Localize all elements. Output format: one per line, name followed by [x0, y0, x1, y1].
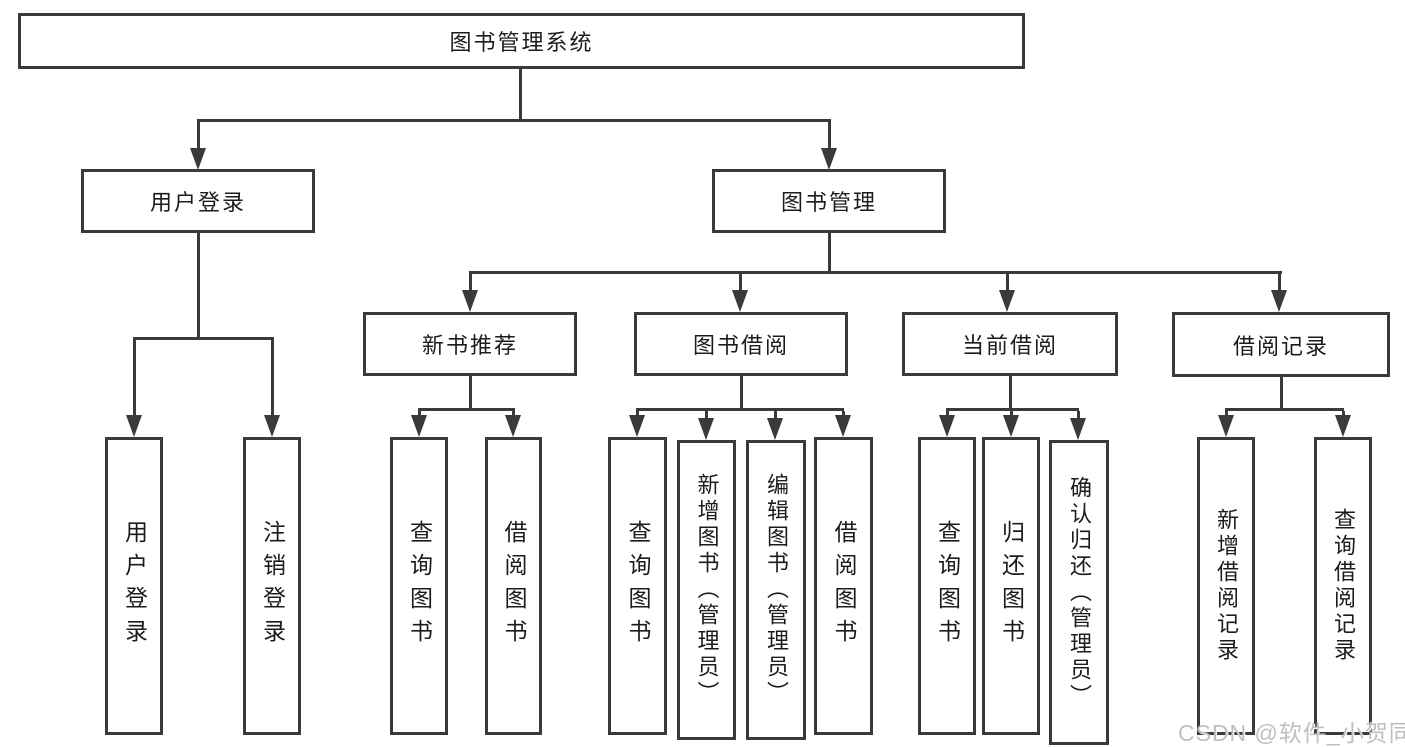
connector-bookmgmt-bus [469, 271, 1282, 274]
connector-records-stem [1280, 377, 1283, 410]
arrowhead-down-icon [732, 290, 748, 312]
arrowhead-down-icon [505, 415, 521, 437]
connector-bookmgmt-drop-2 [739, 274, 742, 290]
arrowhead-down-icon [835, 415, 851, 437]
connector-current-drop-3 [1077, 411, 1080, 420]
connector-bookmgmt-drop-4 [1278, 274, 1281, 290]
connector-userlogin-drop-2 [271, 340, 274, 416]
connector-newbook-stem [469, 376, 472, 410]
node-borrowing-records: 借阅记录 [1172, 312, 1390, 377]
node-current-borrowing: 当前借阅 [902, 312, 1118, 376]
arrowhead-down-icon [126, 415, 142, 437]
node-records-add-record: 新增借阅记录 [1197, 437, 1255, 735]
arrowhead-down-icon [767, 418, 783, 440]
arrowhead-down-icon [1003, 415, 1019, 437]
node-new-book-recommend: 新书推荐 [363, 312, 577, 376]
connector-borrowing-drop-4 [842, 411, 845, 417]
connector-borrowing-drop-3 [774, 411, 777, 420]
connector-root-stem [519, 66, 522, 122]
node-current-confirm-return-admin: 确认归还（管理员） [1049, 440, 1109, 745]
connector-current-bus [946, 408, 1079, 411]
node-borrowing-add-books-admin: 新增图书（管理员） [677, 440, 736, 740]
arrowhead-down-icon [1070, 418, 1086, 440]
arrowhead-down-icon [629, 415, 645, 437]
connector-newbook-drop-2 [512, 411, 515, 417]
connector-bookmgmt-drop-1 [469, 274, 472, 290]
csdn-watermark: CSDN @软件_小贺同学 [1178, 720, 1405, 746]
connector-records-drop-2 [1342, 411, 1345, 417]
connector-borrowing-stem [740, 376, 743, 410]
node-current-query-books: 查询图书 [918, 437, 976, 735]
node-borrowing-query-books: 查询图书 [608, 437, 667, 735]
arrowhead-down-icon [1218, 415, 1234, 437]
connector-bookmgmt-stem [828, 233, 831, 274]
connector-newbook-drop-1 [418, 411, 421, 417]
arrowhead-down-icon [999, 290, 1015, 312]
node-login-action: 用户登录 [105, 437, 163, 735]
connector-records-drop-1 [1225, 411, 1228, 417]
arrowhead-down-icon [939, 415, 955, 437]
connector-borrowing-drop-1 [636, 411, 639, 417]
connector-userlogin-drop-1 [133, 340, 136, 416]
arrowhead-down-icon [411, 415, 427, 437]
node-recommend-query-books: 查询图书 [390, 437, 448, 735]
node-book-borrowing: 图书借阅 [634, 312, 848, 376]
connector-userlogin-bus [133, 337, 274, 340]
connector-root-bus [197, 119, 831, 122]
node-library-system: 图书管理系统 [18, 13, 1025, 69]
connector-root-drop-right [828, 122, 831, 150]
node-records-query-record: 查询借阅记录 [1314, 437, 1372, 735]
connector-records-bus [1225, 408, 1344, 411]
node-borrowing-borrow-books: 借阅图书 [814, 437, 873, 735]
connector-borrowing-bus [636, 408, 844, 411]
connector-bookmgmt-drop-3 [1006, 274, 1009, 290]
arrowhead-down-icon [1335, 415, 1351, 437]
connector-root-drop-left [197, 122, 200, 150]
node-recommend-borrow-books: 借阅图书 [485, 437, 542, 735]
node-logout-action: 注销登录 [243, 437, 301, 735]
arrowhead-down-icon [462, 290, 478, 312]
connector-current-drop-1 [946, 411, 949, 417]
arrowhead-down-icon [821, 148, 837, 170]
arrowhead-down-icon [264, 415, 280, 437]
arrowhead-down-icon [1271, 290, 1287, 312]
connector-userlogin-stem [197, 233, 200, 340]
node-current-return-books: 归还图书 [982, 437, 1040, 735]
connector-newbook-bus [418, 408, 515, 411]
arrowhead-down-icon [190, 148, 206, 170]
connector-current-stem [1009, 376, 1012, 410]
connector-current-drop-2 [1010, 411, 1013, 417]
node-book-management: 图书管理 [712, 169, 946, 233]
node-user-login: 用户登录 [81, 169, 315, 233]
arrowhead-down-icon [698, 418, 714, 440]
connector-borrowing-drop-2 [705, 411, 708, 420]
node-borrowing-edit-books-admin: 编辑图书（管理员） [746, 440, 806, 740]
